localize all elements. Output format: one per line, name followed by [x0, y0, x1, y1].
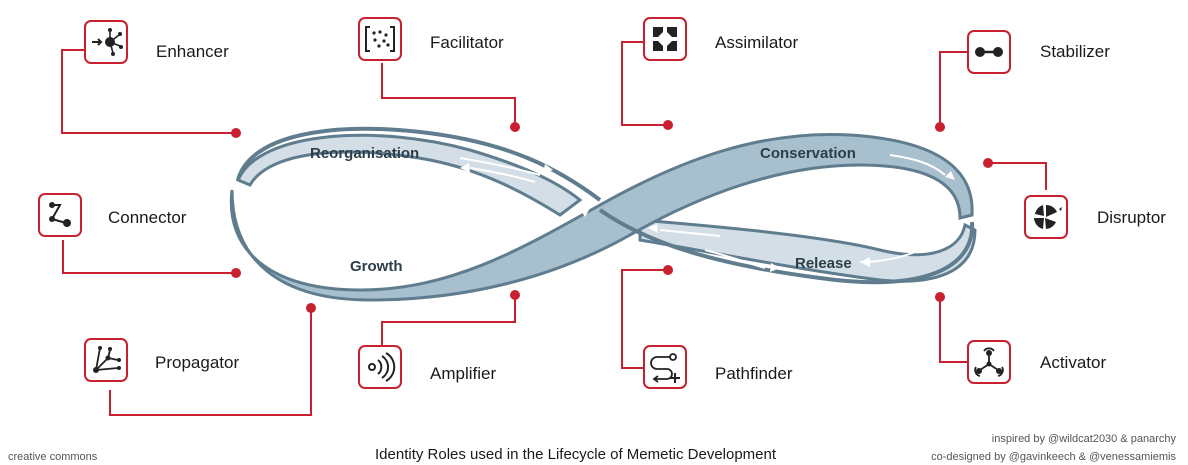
assimilator-label: Assimilator	[715, 33, 799, 52]
enhancer-icon	[92, 28, 123, 56]
propagator-icon	[93, 346, 121, 373]
disruptor-box	[1024, 195, 1068, 239]
connector-label: Connector	[108, 208, 187, 227]
pathfinder-icon	[650, 353, 680, 383]
loop-edge-top	[236, 126, 602, 202]
facilitator-box	[358, 17, 402, 61]
stabilizer-label: Stabilizer	[1040, 42, 1110, 61]
amplifier-icon	[368, 352, 396, 382]
credit-line-1: inspired by @wildcat2030 & panarchy	[991, 433, 1176, 445]
license-text: creative commons	[8, 451, 98, 463]
connector-box	[38, 193, 82, 237]
activator-label: Activator	[1040, 353, 1107, 372]
stabilizer-box	[967, 30, 1011, 74]
amplifier-box	[358, 345, 402, 389]
connector-dots	[231, 120, 993, 313]
disruptor-icon	[1034, 204, 1062, 229]
enhancer-label: Enhancer	[156, 42, 229, 61]
flow-arrowheads	[326, 163, 955, 272]
connector-icon	[49, 202, 71, 227]
diagram-caption: Identity Roles used in the Lifecycle of …	[375, 446, 777, 463]
stabilizer-icon	[975, 47, 1003, 57]
phase-growth: Growth	[350, 258, 403, 275]
activator-icon	[974, 347, 1004, 377]
propagator-box	[84, 338, 128, 382]
propagator-label: Propagator	[155, 353, 240, 372]
phase-reorganisation: Reorganisation	[310, 145, 420, 162]
assimilator-box	[643, 17, 687, 61]
loop-front	[229, 132, 974, 302]
enhancer-box	[84, 20, 128, 64]
flow-arrows	[249, 154, 946, 269]
disruptor-label: Disruptor	[1097, 208, 1166, 227]
facilitator-label: Facilitator	[430, 33, 504, 52]
facilitator-icon	[365, 26, 395, 52]
pathfinder-box	[643, 345, 687, 389]
connector-lines	[61, 41, 1047, 416]
phase-release: Release	[795, 255, 852, 272]
activator-box	[967, 340, 1011, 384]
assimilator-icon	[653, 27, 677, 51]
phase-conservation: Conservation	[760, 145, 856, 162]
amplifier-label: Amplifier	[430, 364, 497, 383]
loop-edge-bottom	[598, 208, 975, 285]
pathfinder-label: Pathfinder	[715, 364, 793, 383]
loop-back-right	[638, 218, 977, 283]
credit-line-2: co-designed by @gavinkeech & @venessamie…	[931, 451, 1176, 463]
